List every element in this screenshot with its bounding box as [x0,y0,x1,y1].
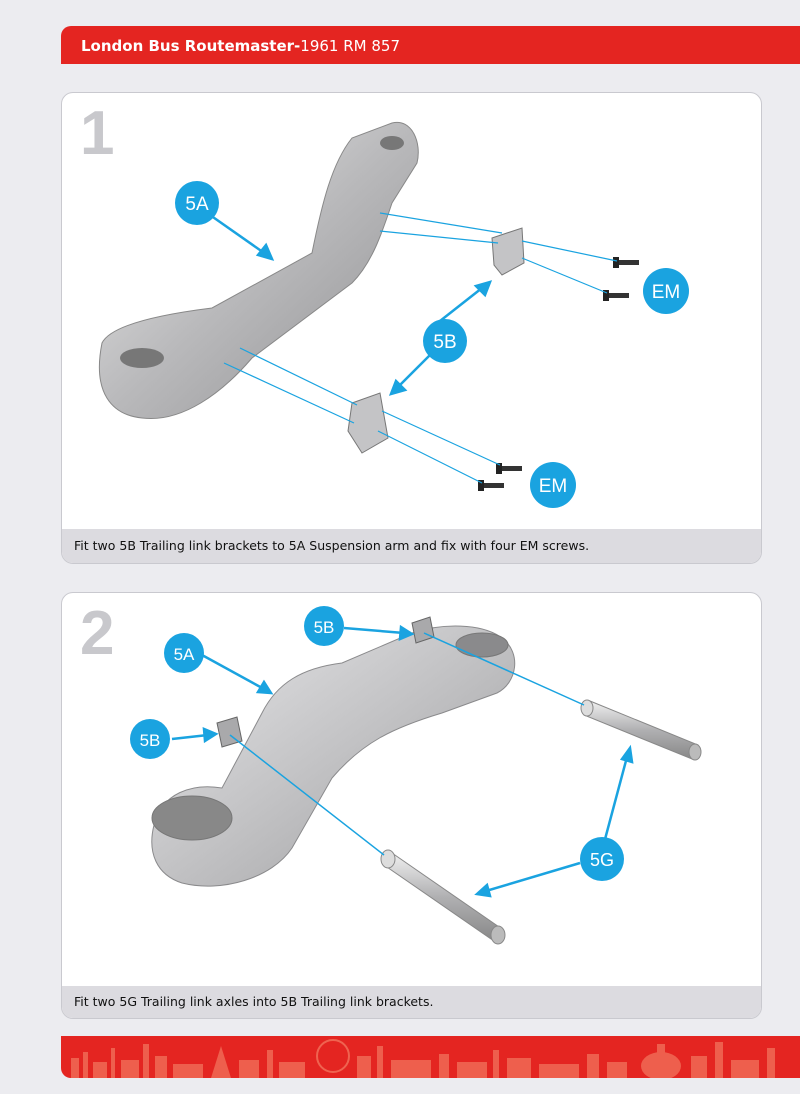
step-1-panel: 1 [61,92,762,564]
callout-5g-label: 5G [590,850,614,870]
arm-right-hole [455,632,509,658]
callout-5b-top: 5B [304,606,344,646]
header-title-rest: 1961 RM 857 [300,37,400,55]
callout-em-bottom: EM [530,462,576,508]
step-number: 1 [80,99,115,168]
callout-5a: 5A [175,181,219,225]
arm-left-hole [151,795,233,841]
screw-em-1 [613,257,639,268]
london-eye-icon [316,1039,350,1073]
callout-5b-label: 5B [433,332,456,353]
header-title-bold: London Bus Routemaster- [81,37,301,55]
callout-5b-left: 5B [130,719,170,759]
step-2-panel: 2 [61,592,762,1019]
axle-lower [380,849,506,945]
page-footer [61,1036,800,1078]
callout-5a-label: 5A [174,645,195,664]
guide-lines [223,212,618,484]
callout-em-top-label: EM [652,282,681,303]
callout-arrows [209,213,493,396]
screw-em-4 [478,480,504,491]
step-2-illustration: 5B 5A 5B 5G [130,606,702,945]
bracket-upper [491,227,525,276]
callout-arrows [171,624,634,898]
step-1-caption: Fit two 5B Trailing link brackets to 5A … [62,529,761,563]
step-2-caption: Fit two 5G Trailing link axles into 5B T… [62,986,761,1018]
guide-lines [229,632,585,856]
callout-5a: 5A [164,633,204,673]
arm-top-hole [380,136,404,150]
step-number: 2 [80,599,115,668]
step-1-illustration: 5A 5B EM EM [98,121,689,508]
callout-5b-left-label: 5B [140,731,161,750]
screw-em-3 [496,463,522,474]
suspension-arm [98,121,419,420]
london-skyline-graphic [71,1039,775,1078]
callout-5g: 5G [580,837,624,881]
screw-em-2 [603,290,629,301]
axle-upper [580,699,702,761]
callout-em-top: EM [643,268,689,314]
callout-5b-top-label: 5B [314,618,335,637]
callout-5b: 5B [423,319,467,363]
callout-em-bottom-label: EM [539,476,568,497]
page-header: London Bus Routemaster-1961 RM 857 [61,26,800,64]
suspension-arm [151,625,516,887]
callout-5a-label: 5A [185,194,209,215]
bracket-lower [347,392,389,454]
bracket-left [216,716,243,748]
arm-end-hole [120,348,164,368]
